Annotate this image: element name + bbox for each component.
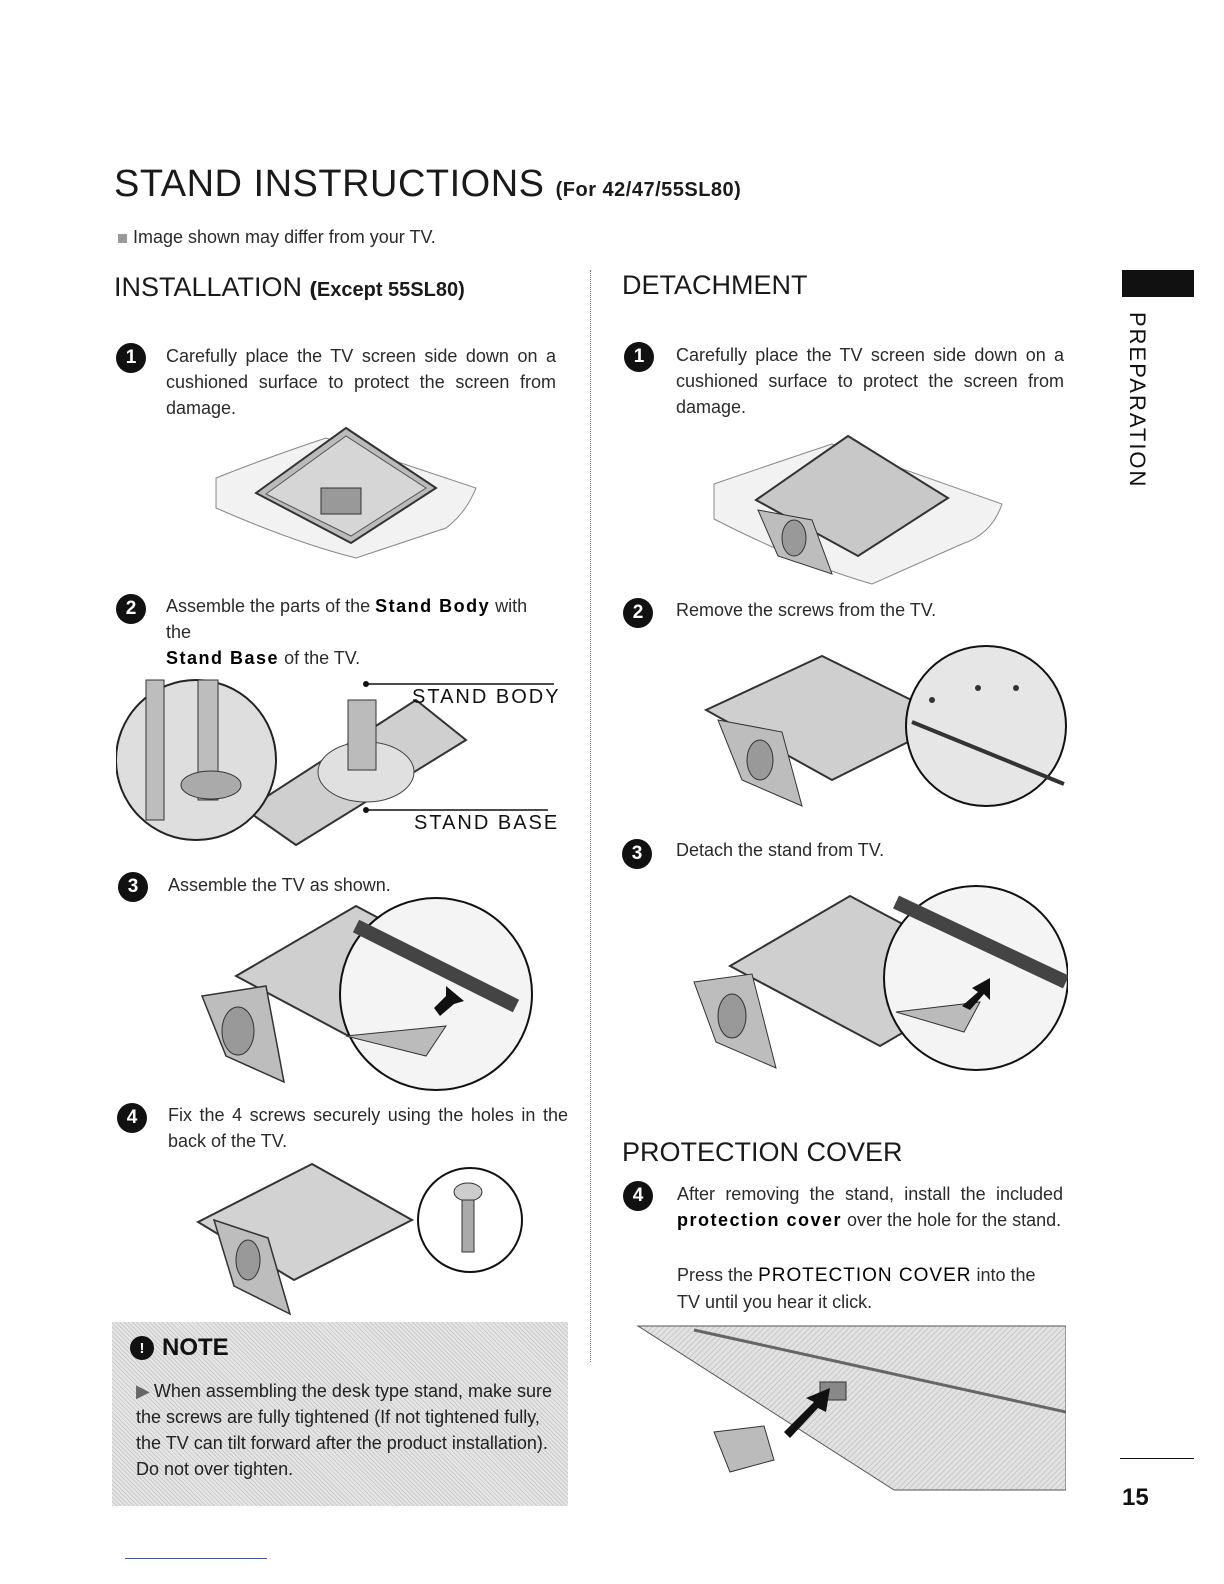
exclamation-icon: ! — [130, 1336, 154, 1360]
detach-step-2-text: Remove the screws from the TV. — [676, 600, 937, 620]
install-step-2-text: Assemble the parts of the Stand Body wit… — [166, 596, 528, 668]
install-step-1-number: 1 — [116, 343, 146, 373]
install-step-2-number: 2 — [116, 594, 146, 624]
protection-step-text: After removing the stand, install the in… — [677, 1184, 1063, 1230]
detach-step-1-number: 1 — [624, 342, 654, 372]
install-step-4-number: 4 — [117, 1103, 147, 1133]
install-step-4-text: Fix the 4 screws securely using the hole… — [168, 1105, 568, 1151]
callout-stand-base: STAND BASE — [414, 812, 560, 834]
title-main: STAND INSTRUCTIONS — [114, 163, 545, 205]
footer-rule — [125, 1558, 267, 1559]
page-number-rule — [1120, 1458, 1194, 1459]
detach-step-3-text: Detach the stand from TV. — [676, 840, 885, 860]
detach-step-2-number: 2 — [623, 598, 653, 628]
fix-screws-illustration — [195, 1162, 523, 1316]
attach-tv-illustration — [200, 897, 533, 1091]
installation-heading: INSTALLATION ((Except 55SL80) — [114, 272, 465, 302]
bullet-square-icon — [118, 233, 127, 243]
protection-cover-heading: PROTECTION COVER — [622, 1137, 903, 1167]
note-box: !NOTE ▶When assembling the desk type sta… — [112, 1322, 568, 1506]
callout-stand-body: STAND BODY — [412, 686, 561, 708]
detach-step-1-text: Carefully place the TV screen side down … — [676, 345, 1064, 417]
tv-with-stand-face-down-illustration — [713, 434, 1003, 585]
detachment-heading: DETACHMENT — [622, 270, 808, 300]
column-divider — [590, 270, 591, 1362]
install-step-1-text: Carefully place the TV screen side down … — [166, 346, 556, 418]
detach-stand-illustration — [693, 885, 1068, 1071]
page-number: 15 — [1122, 1484, 1149, 1511]
image-disclaimer: Image shown may differ from your TV. — [118, 227, 436, 248]
page-title: STAND INSTRUCTIONS (For 42/47/55SL80) — [114, 163, 741, 206]
stand-assembly-illustration — [116, 679, 554, 847]
section-label-preparation: PREPARATION — [1125, 312, 1150, 489]
protection-step-4-number: 4 — [623, 1181, 653, 1211]
section-tab — [1122, 270, 1194, 297]
remove-screws-illustration — [703, 645, 1067, 807]
protection-cover-illustration — [636, 1325, 1066, 1491]
install-step-3-text: Assemble the TV as shown. — [168, 875, 391, 895]
tv-face-down-illustration — [215, 426, 477, 559]
protection-press-text: Press the PROTECTION COVER into the TV u… — [677, 1265, 1036, 1312]
triangle-bullet-icon: ▶ — [136, 1381, 150, 1401]
title-models: (For 42/47/55SL80) — [555, 179, 742, 201]
note-title: !NOTE — [130, 1334, 229, 1362]
note-text: ▶When assembling the desk type stand, ma… — [136, 1381, 553, 1479]
detach-step-3-number: 3 — [622, 839, 652, 869]
install-step-3-number: 3 — [118, 872, 148, 902]
